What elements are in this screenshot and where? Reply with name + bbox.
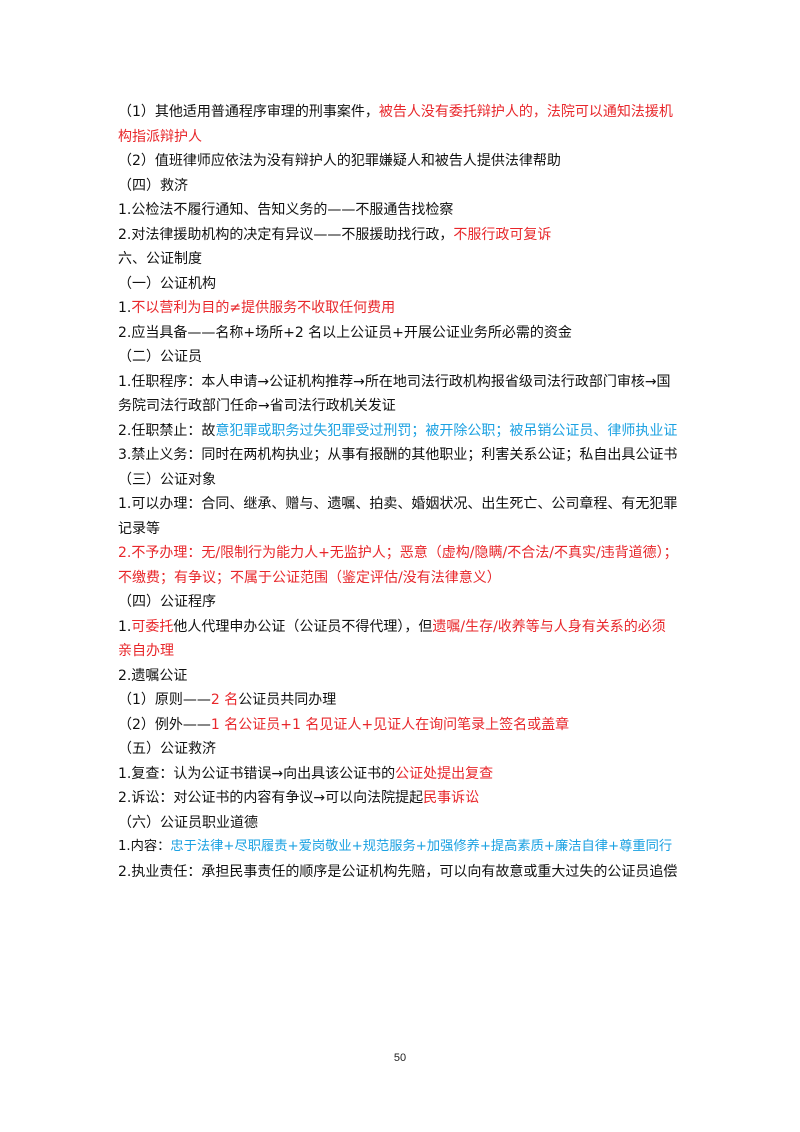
text-segment: （三）公证对象 bbox=[118, 471, 216, 488]
highlighted-text-red: 民事诉讼 bbox=[423, 790, 480, 806]
text-segment: 1.复查：认为公证书错误→向出具该公证书的 bbox=[118, 765, 396, 782]
highlighted-text-red: 2 名 bbox=[210, 692, 239, 708]
highlighted-text-red: 不缴费；有争议；不属于公证范围（鉴定评估/没有法律意义） bbox=[118, 569, 501, 586]
highlighted-text-red: 不服行政可复诉 bbox=[453, 226, 552, 243]
text-line: 不缴费；有争议；不属于公证范围（鉴定评估/没有法律意义） bbox=[118, 566, 682, 591]
text-segment: 2.应当具备——名称+场所+2 名以上公证员+开展公证业务所必需的资金 bbox=[118, 324, 572, 341]
text-line: （二）公证员 bbox=[118, 345, 682, 370]
highlighted-text-red: 不以营利为目的≠提供服务不收取任何费用 bbox=[131, 300, 396, 316]
text-segment: 六、公证制度 bbox=[118, 251, 202, 267]
text-segment: 他人代理申办公证（公证员不得代理），但 bbox=[173, 618, 433, 635]
page-number: 50 bbox=[393, 1052, 407, 1064]
highlighted-text-red: 可委托 bbox=[131, 618, 174, 635]
text-segment: （一）公证机构 bbox=[118, 275, 216, 292]
text-line: 2.执业责任：承担民事责任的顺序是公证机构先赔，可以向有故意或重大过失的公证员追… bbox=[118, 860, 682, 885]
text-segment: （二）公证员 bbox=[118, 349, 202, 365]
text-line: （2）值班律师应依法为没有辩护人的犯罪嫌疑人和被告人提供法律帮助 bbox=[118, 149, 682, 174]
text-line: （1）原则——2 名公证员共同办理 bbox=[118, 688, 682, 713]
highlighted-text-red: 公证处提出复查 bbox=[395, 765, 494, 782]
highlighted-text-blue: 忠于法律+尽职履责+爱岗敬业+规范服务+加强修养+提高素质+廉洁自律+尊重同行 bbox=[170, 839, 673, 854]
text-segment: 2.遗嘱公证 bbox=[118, 667, 188, 684]
text-line: （六）公证员职业道德 bbox=[118, 811, 682, 836]
text-segment: 1.可以办理：合同、继承、赠与、遗嘱、拍卖、婚姻状况、出生死亡、公司章程、有无犯… bbox=[118, 496, 678, 512]
text-line: （1）其他适用普通程序审理的刑事案件，被告人没有委托辩护人的，法院可以通知法援机 bbox=[118, 100, 682, 125]
text-segment: （2）例外—— bbox=[118, 716, 211, 733]
text-line: （2）例外——1 名公证员+1 名见证人+见证人在询问笔录上签名或盖章 bbox=[118, 713, 682, 738]
text-segment: （2）值班律师应依法为没有辩护人的犯罪嫌疑人和被告人提供法律帮助 bbox=[118, 153, 561, 169]
highlighted-text-blue: 意犯罪或职务过失犯罪受过刑罚；被开除公职；被吊销公证员、律师执业证 bbox=[215, 422, 678, 439]
text-line: 2.对法律援助机构的决定有异议——不服援助找行政，不服行政可复诉 bbox=[118, 223, 682, 248]
text-segment: （六）公证员职业道德 bbox=[118, 814, 258, 831]
text-line: 2.遗嘱公证 bbox=[118, 664, 682, 689]
text-segment: 1.公检法不履行通知、告知义务的——不服通告找检察 bbox=[118, 202, 454, 218]
text-line: 构指派辩护人 bbox=[118, 125, 682, 150]
text-line: （四）救济 bbox=[118, 174, 682, 199]
highlighted-text-red: 2.不予办理：无/限制行为能力人+无监护人；恶意（虚构/隐瞒/不合法/不真实/违… bbox=[118, 545, 678, 561]
text-line: 1.可以办理：合同、继承、赠与、遗嘱、拍卖、婚姻状况、出生死亡、公司章程、有无犯… bbox=[118, 492, 682, 517]
text-line: 2.任职禁止：故意犯罪或职务过失犯罪受过刑罚；被开除公职；被吊销公证员、律师执业… bbox=[118, 419, 682, 444]
text-line: 六、公证制度 bbox=[118, 247, 682, 272]
text-line: （五）公证救济 bbox=[118, 737, 682, 762]
highlighted-text-red: 构指派辩护人 bbox=[118, 128, 202, 145]
text-line: 1.内容：忠于法律+尽职履责+爱岗敬业+规范服务+加强修养+提高素质+廉洁自律+… bbox=[118, 835, 682, 860]
text-line: 2.不予办理：无/限制行为能力人+无监护人；恶意（虚构/隐瞒/不合法/不真实/违… bbox=[118, 541, 682, 566]
text-segment: 1.任职程序：本人申请→公证机构推荐→所在地司法行政机构报省级司法行政部门审核→… bbox=[118, 373, 671, 390]
text-line: 2.应当具备——名称+场所+2 名以上公证员+开展公证业务所必需的资金 bbox=[118, 321, 682, 346]
text-segment: 2.执业责任：承担民事责任的顺序是公证机构先赔，可以向有故意或重大过失的公证员追… bbox=[118, 863, 678, 880]
text-segment: 2.诉讼：对公证书的内容有争议→可以向法院提起 bbox=[118, 790, 424, 806]
text-segment: 2.任职禁止：故 bbox=[118, 422, 216, 439]
text-line: （四）公证程序 bbox=[118, 590, 682, 615]
text-segment: （四）救济 bbox=[118, 177, 188, 194]
text-line: 1.不以营利为目的≠提供服务不收取任何费用 bbox=[118, 296, 682, 321]
text-line: 务院司法行政部门任命→省司法行政机关发证 bbox=[118, 394, 682, 419]
text-line: 3.禁止义务：同时在两机构执业；从事有报酬的其他职业；利害关系公证；私自出具公证… bbox=[118, 443, 682, 468]
text-segment: （五）公证救济 bbox=[118, 741, 216, 757]
highlighted-text-red: 被告人没有委托辩护人的，法院可以通知法援机 bbox=[378, 104, 673, 120]
text-segment: 2.对法律援助机构的决定有异议——不服援助找行政， bbox=[118, 226, 454, 243]
text-segment: 3.禁止义务：同时在两机构执业；从事有报酬的其他职业；利害关系公证；私自出具公证… bbox=[118, 447, 678, 463]
highlighted-text-red: 亲自办理 bbox=[118, 643, 174, 659]
text-segment: 记录等 bbox=[118, 520, 160, 537]
text-segment: （1）原则—— bbox=[118, 692, 211, 708]
document-body: （1）其他适用普通程序审理的刑事案件，被告人没有委托辩护人的，法院可以通知法援机… bbox=[118, 100, 682, 884]
text-line: （一）公证机构 bbox=[118, 272, 682, 297]
text-line: 1.公检法不履行通知、告知义务的——不服通告找检察 bbox=[118, 198, 682, 223]
highlighted-text-red: 遗嘱/生存/收养等与人身有关系的必须 bbox=[432, 618, 666, 635]
text-line: 1.复查：认为公证书错误→向出具该公证书的公证处提出复查 bbox=[118, 762, 682, 787]
text-line: 记录等 bbox=[118, 517, 682, 542]
text-segment: 务院司法行政部门任命→省司法行政机关发证 bbox=[118, 398, 396, 414]
text-segment: （四）公证程序 bbox=[118, 594, 216, 610]
text-line: 1.可委托他人代理申办公证（公证员不得代理），但遗嘱/生存/收养等与人身有关系的… bbox=[118, 615, 682, 640]
text-segment: 1. bbox=[118, 618, 132, 635]
text-line: （三）公证对象 bbox=[118, 468, 682, 493]
text-segment: （1）其他适用普通程序审理的刑事案件， bbox=[118, 104, 379, 120]
text-line: 1.任职程序：本人申请→公证机构推荐→所在地司法行政机构报省级司法行政部门审核→… bbox=[118, 370, 682, 395]
text-line: 亲自办理 bbox=[118, 639, 682, 664]
text-segment: 1.内容： bbox=[118, 839, 171, 854]
text-segment: 1. bbox=[118, 300, 132, 316]
text-line: 2.诉讼：对公证书的内容有争议→可以向法院提起民事诉讼 bbox=[118, 786, 682, 811]
highlighted-text-red: 1 名公证员+1 名见证人+见证人在询问笔录上签名或盖章 bbox=[210, 716, 570, 733]
text-segment: 公证员共同办理 bbox=[238, 692, 337, 708]
